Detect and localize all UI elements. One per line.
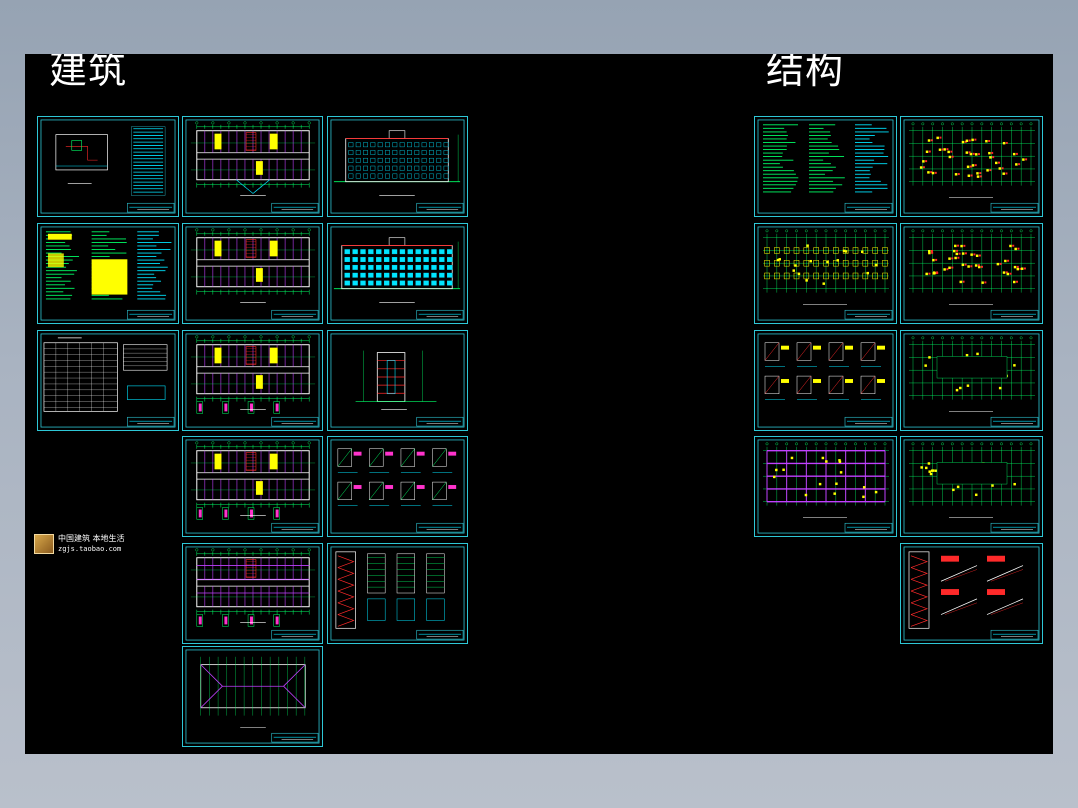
struct-sheet-details[interactable] bbox=[754, 330, 897, 431]
struct-sheet-plan-4[interactable] bbox=[900, 436, 1043, 537]
sheet-drawing bbox=[903, 119, 1040, 214]
sheet-drawing bbox=[40, 119, 176, 214]
sheet-drawing bbox=[40, 333, 176, 428]
arch-sheet-floor-plan-2[interactable] bbox=[182, 223, 323, 324]
struct-sheet-stair[interactable] bbox=[900, 543, 1043, 644]
sheet-drawing bbox=[185, 226, 320, 321]
shop-watermark: 中国建筑 本地生活 zgjs.taobao.com bbox=[34, 534, 164, 558]
sheet-drawing bbox=[330, 333, 465, 428]
sheet-drawing bbox=[330, 226, 465, 321]
struct-sheet-foundation[interactable] bbox=[754, 223, 897, 324]
sheet-drawing bbox=[185, 439, 320, 534]
architecture-heading: 建筑 bbox=[49, 54, 128, 92]
shop-logo-icon bbox=[34, 534, 54, 554]
struct-sheet-plan-1[interactable] bbox=[900, 116, 1043, 217]
sheet-drawing bbox=[40, 226, 176, 321]
sheet-drawing bbox=[757, 439, 894, 534]
arch-sheet-site-plan[interactable] bbox=[37, 116, 179, 217]
arch-sheet-notes[interactable] bbox=[37, 223, 179, 324]
sheet-drawing bbox=[185, 119, 320, 214]
arch-sheet-details[interactable] bbox=[327, 436, 468, 537]
sheet-drawing bbox=[757, 119, 894, 214]
arch-sheet-floor-plan-5[interactable] bbox=[182, 543, 323, 644]
arch-sheet-floor-plan-4[interactable] bbox=[182, 436, 323, 537]
sheet-drawing bbox=[330, 546, 465, 641]
arch-sheet-elevation-2[interactable] bbox=[327, 223, 468, 324]
arch-sheet-stair[interactable] bbox=[327, 543, 468, 644]
struct-sheet-beam-plan[interactable] bbox=[754, 436, 897, 537]
arch-sheet-roof-plan[interactable] bbox=[182, 646, 323, 747]
sheet-drawing bbox=[903, 439, 1040, 534]
sheet-drawing bbox=[757, 333, 894, 428]
sheet-drawing bbox=[330, 439, 465, 534]
drawing-canvas[interactable]: 建筑 结构 中国建筑 本地生活 zgjs.taobao.com bbox=[25, 54, 1053, 754]
sheet-drawing bbox=[757, 226, 894, 321]
sheet-drawing bbox=[330, 119, 465, 214]
sheet-drawing bbox=[185, 546, 320, 641]
watermark-line1: 中国建筑 本地生活 bbox=[58, 534, 125, 543]
sheet-drawing bbox=[903, 333, 1040, 428]
sheet-drawing bbox=[903, 546, 1040, 641]
arch-sheet-schedule[interactable] bbox=[37, 330, 179, 431]
struct-sheet-notes[interactable] bbox=[754, 116, 897, 217]
sheet-drawing bbox=[903, 226, 1040, 321]
sheet-drawing bbox=[185, 333, 320, 428]
arch-sheet-elevation-1[interactable] bbox=[327, 116, 468, 217]
struct-sheet-plan-3[interactable] bbox=[900, 330, 1043, 431]
arch-sheet-floor-plan-3[interactable] bbox=[182, 330, 323, 431]
structure-heading: 结构 bbox=[766, 54, 845, 92]
arch-sheet-floor-plan-1[interactable] bbox=[182, 116, 323, 217]
struct-sheet-plan-2[interactable] bbox=[900, 223, 1043, 324]
arch-sheet-section[interactable] bbox=[327, 330, 468, 431]
watermark-line2: zgjs.taobao.com bbox=[58, 545, 122, 553]
sheet-drawing bbox=[185, 649, 320, 744]
